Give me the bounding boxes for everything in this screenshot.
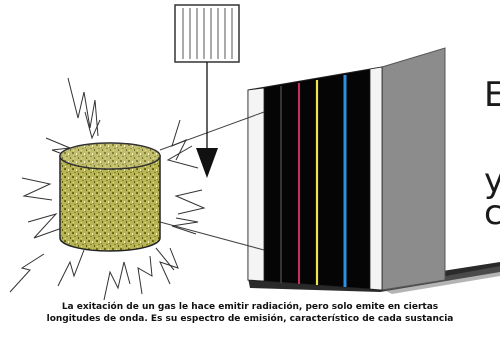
caption-line-1: La exitación de un gas le hace emitir ra… [61,302,439,312]
grating-icon [174,4,240,63]
spectrum-screen-side [381,47,446,291]
arrow-down-icon [196,62,218,178]
caption-line-2: longitudes de onda. Es su espectro de em… [46,314,454,324]
projection-line-bottom [159,221,265,251]
side-text-line-3: c [484,193,500,233]
spectrum-screen-icon [247,66,383,291]
spectrum-left-border [247,87,265,282]
gas-cylinder-icon [59,142,161,252]
side-text-line-2: y [484,161,500,201]
spectrum-right-border [369,66,383,291]
spectrum-screen-front [247,66,383,291]
side-text-line-1: E [484,75,500,115]
